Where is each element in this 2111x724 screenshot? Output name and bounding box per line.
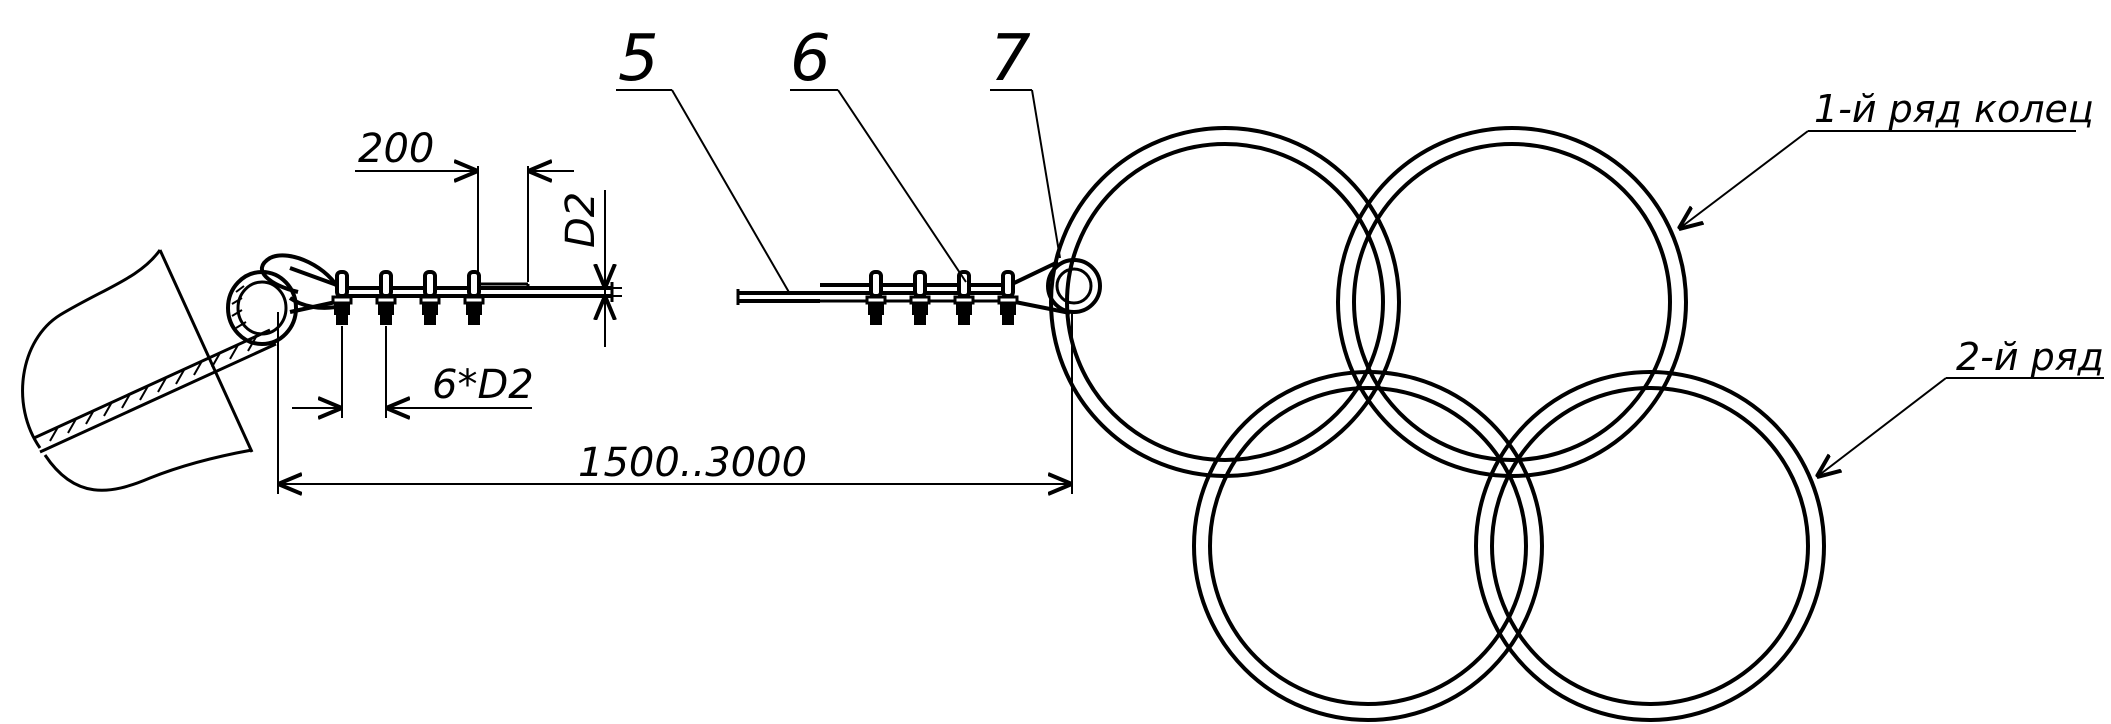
ring-chain bbox=[1049, 126, 1826, 722]
dimension-diameter-label: D2 bbox=[558, 192, 604, 248]
dimension-clamp-spacing-label: 200 bbox=[358, 126, 434, 172]
dimension-overall-length-label: 1500..3000 bbox=[578, 440, 807, 486]
callout-leader-7 bbox=[990, 89, 1061, 259]
callout-number-5: 5 bbox=[618, 22, 659, 96]
dimension-overall-length bbox=[277, 312, 1073, 494]
callout-number-7: 7 bbox=[990, 22, 1031, 96]
wire-rope-clip-icon bbox=[865, 270, 1019, 327]
dimension-arrow-icon bbox=[1680, 130, 1809, 228]
dimension-clamp-spacing bbox=[355, 166, 574, 282]
ring-row-1 bbox=[1049, 126, 1688, 478]
note-leader-row-2 bbox=[1818, 377, 2104, 476]
ring-row-2 bbox=[1192, 370, 1826, 722]
note-row-1: 1-й ряд колец bbox=[1814, 87, 2094, 131]
dimension-tail-length bbox=[292, 326, 532, 418]
dimension-tail-length-label: 6*D2 bbox=[432, 362, 534, 408]
callout-number-6: 6 bbox=[790, 22, 831, 96]
note-leader-row-1 bbox=[1680, 130, 2076, 228]
dimension-diameter bbox=[540, 190, 622, 347]
dimension-arrow-icon bbox=[1818, 377, 1947, 476]
anchor-support bbox=[21, 249, 298, 492]
callout-leader-5 bbox=[616, 89, 791, 295]
note-row-2: 2-й ряд bbox=[1956, 335, 2104, 379]
wire-rope-clip-icon bbox=[331, 270, 485, 327]
callout-leader-6 bbox=[790, 89, 967, 283]
